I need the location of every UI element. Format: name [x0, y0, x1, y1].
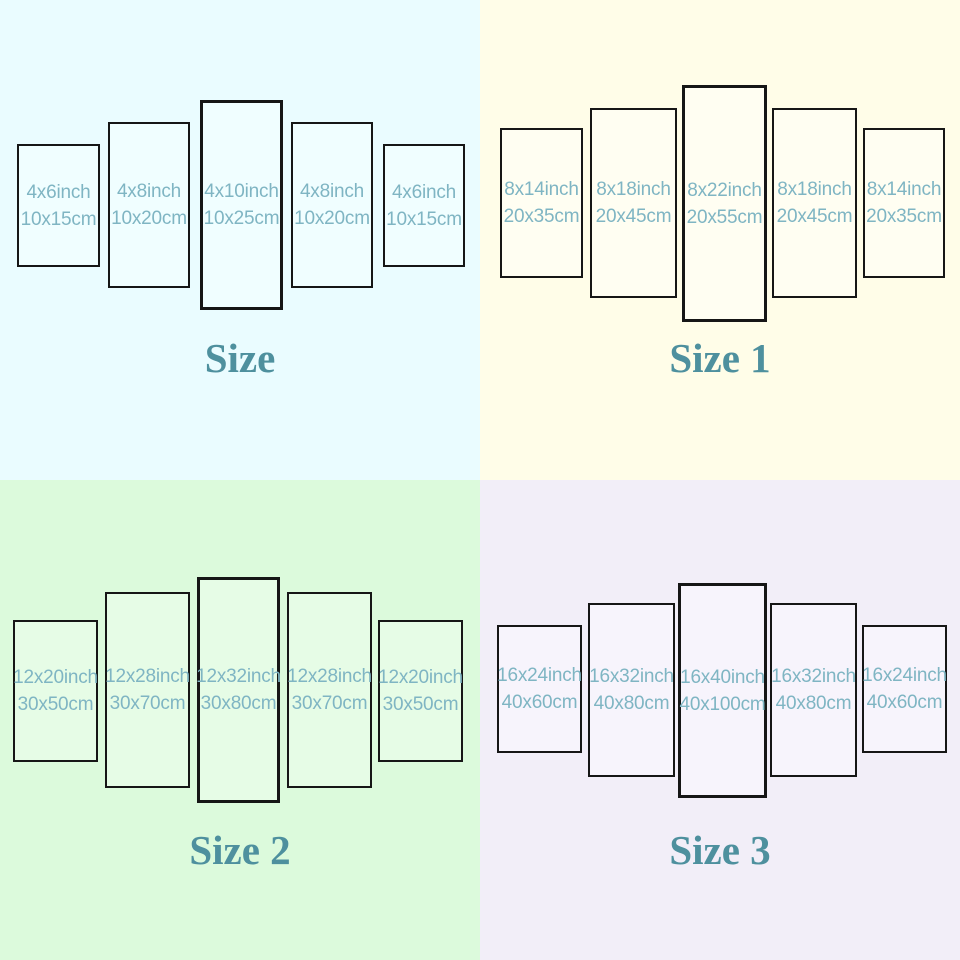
panel-size-cm: 20x55cm — [686, 206, 763, 228]
canvas-panel: 8x14inch 20x35cm — [500, 128, 583, 278]
panel-size-label: 12x28inch 30x70cm — [287, 663, 372, 717]
panel-size-label: 4x6inch 10x15cm — [21, 179, 97, 233]
canvas-panel: 8x22inch 20x55cm — [682, 85, 767, 322]
panel-size-cm: 40x80cm — [775, 693, 852, 714]
quadrant-title: Size 2 — [189, 827, 291, 873]
panel-size-label: 16x40inch 40x100cm — [679, 664, 765, 718]
canvas-panel: 4x8inch 10x20cm — [291, 122, 373, 288]
panel-size-inch: 12x28inch — [287, 666, 372, 687]
panel-size-cm: 20x45cm — [595, 206, 672, 227]
panel-size-cm: 20x45cm — [776, 206, 853, 227]
canvas-panel: 16x24inch 40x60cm — [862, 625, 947, 753]
panel-size-inch: 4x6inch — [26, 181, 91, 203]
panel-size-inch: 16x24inch — [862, 665, 947, 686]
panel-size-label: 16x24inch 40x60cm — [862, 662, 947, 716]
canvas-panel: 16x32inch 40x80cm — [588, 603, 675, 777]
quadrant-size-2: 12x20inch 30x50cm 12x28inch 30x70cm 12x3… — [0, 480, 480, 960]
panel-size-cm: 10x15cm — [386, 208, 462, 230]
canvas-panel: 12x20inch 30x50cm — [378, 620, 463, 762]
panel-size-label: 4x6inch 10x15cm — [386, 179, 462, 233]
panel-size-inch: 16x32inch — [771, 666, 856, 687]
panel-size-cm: 10x20cm — [294, 208, 370, 229]
quadrant-size-1: 8x14inch 20x35cm 8x18inch 20x45cm 8x22in… — [480, 0, 960, 480]
panel-size-cm: 40x60cm — [501, 692, 578, 713]
canvas-panel: 16x24inch 40x60cm — [497, 625, 582, 753]
panel-size-inch: 12x20inch — [13, 667, 98, 688]
panel-size-cm: 30x50cm — [17, 694, 94, 715]
panel-size-label: 8x18inch 20x45cm — [777, 176, 853, 230]
panel-size-label: 8x22inch 20x55cm — [687, 177, 763, 231]
panel-size-label: 4x8inch 10x20cm — [111, 178, 187, 232]
panel-size-inch: 4x10inch — [204, 181, 279, 202]
panel-size-inch: 16x32inch — [589, 666, 674, 687]
panel-size-label: 8x14inch 20x35cm — [504, 176, 580, 230]
panel-size-cm: 10x20cm — [111, 208, 187, 229]
panel-size-inch: 4x6inch — [391, 181, 457, 203]
panel-size-cm: 40x80cm — [593, 693, 670, 714]
panel-size-inch: 16x24inch — [497, 665, 582, 686]
quadrant-title: Size — [204, 335, 276, 381]
canvas-panel: 4x8inch 10x20cm — [108, 122, 190, 288]
quadrant-title: Size 3 — [669, 827, 771, 873]
panel-size-label: 8x14inch 20x35cm — [866, 176, 942, 230]
canvas-panel: 4x6inch 10x15cm — [383, 144, 465, 267]
panel-size-inch: 12x32inch — [196, 666, 281, 687]
panel-size-inch: 8x14inch — [866, 179, 942, 200]
panel-size-cm: 30x70cm — [291, 693, 368, 714]
canvas-panel: 4x10inch 10x25cm — [200, 100, 283, 310]
canvas-panel: 12x28inch 30x70cm — [287, 592, 372, 788]
panel-size-inch: 4x8inch — [116, 181, 182, 202]
quadrant-size-3: 16x24inch 40x60cm 16x32inch 40x80cm 16x4… — [480, 480, 960, 960]
panel-size-label: 12x32inch 30x80cm — [196, 663, 281, 717]
panel-size-inch: 12x28inch — [105, 666, 190, 687]
canvas-panel: 8x14inch 20x35cm — [863, 128, 945, 278]
canvas-panel: 4x6inch 10x15cm — [17, 144, 100, 267]
panel-size-cm: 10x15cm — [20, 208, 97, 230]
panel-size-cm: 40x60cm — [866, 692, 943, 713]
panel-size-label: 12x20inch 30x50cm — [378, 664, 463, 718]
panel-size-inch: 8x18inch — [596, 179, 671, 200]
quadrant-size: 4x6inch 10x15cm 4x8inch 10x20cm 4x10inch… — [0, 0, 480, 480]
canvas-panel: 16x32inch 40x80cm — [770, 603, 857, 777]
panel-size-cm: 30x80cm — [200, 693, 277, 714]
panel-size-cm: 10x25cm — [203, 208, 280, 229]
panel-size-inch: 8x22inch — [687, 179, 762, 201]
panel-size-label: 16x32inch 40x80cm — [771, 663, 856, 717]
panel-size-cm: 40x100cm — [679, 693, 766, 715]
panel-size-inch: 16x40inch — [680, 666, 765, 688]
panel-size-cm: 20x35cm — [866, 206, 942, 227]
canvas-panel: 8x18inch 20x45cm — [590, 108, 677, 298]
panel-size-label: 12x20inch 30x50cm — [13, 664, 98, 718]
panel-size-label: 16x24inch 40x60cm — [497, 662, 582, 716]
panel-size-cm: 30x50cm — [382, 694, 459, 715]
panel-size-cm: 30x70cm — [109, 693, 186, 714]
panel-size-label: 4x8inch 10x20cm — [294, 178, 370, 232]
quadrant-title: Size 1 — [669, 335, 771, 381]
panel-size-label: 16x32inch 40x80cm — [589, 663, 674, 717]
canvas-panel: 12x32inch 30x80cm — [196, 577, 281, 803]
panel-size-inch: 8x18inch — [777, 179, 852, 200]
canvas-panel: 12x28inch 30x70cm — [105, 592, 190, 788]
panel-size-inch: 4x8inch — [299, 181, 365, 202]
panel-size-label: 4x10inch 10x25cm — [204, 178, 280, 232]
panel-size-label: 12x28inch 30x70cm — [105, 663, 190, 717]
panel-size-inch: 12x20inch — [378, 667, 463, 688]
panel-size-cm: 20x35cm — [503, 206, 580, 227]
canvas-panel: 12x20inch 30x50cm — [13, 620, 98, 762]
panel-size-inch: 8x14inch — [504, 179, 579, 200]
canvas-panel: 8x18inch 20x45cm — [772, 108, 857, 298]
panel-size-label: 8x18inch 20x45cm — [596, 176, 672, 230]
canvas-panel: 16x40inch 40x100cm — [678, 583, 767, 798]
